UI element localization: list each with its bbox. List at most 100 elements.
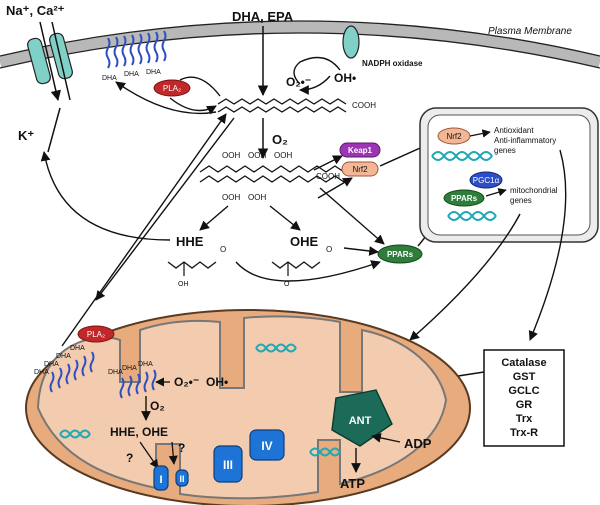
hhe-to-complex2 (168, 441, 178, 465)
mito-dna-bottom-b (309, 447, 341, 457)
pgc1a-shape (469, 171, 503, 189)
ros-arrow (299, 75, 331, 95)
hhe-label: HHE (176, 234, 204, 249)
pla2-label-mito: PLA₂ (87, 330, 105, 339)
enzyme-trx: Trx (516, 413, 533, 425)
nrf2-shape (341, 161, 379, 177)
mito-outer-dha-lipids (49, 351, 95, 393)
adp-arrow (371, 433, 401, 443)
enzyme-gclc: GCLC (508, 385, 539, 397)
oxdha-to-keap1-arrow (313, 155, 343, 171)
dha-label-3: DHA (146, 69, 161, 76)
ppars-gene-arrow (485, 188, 507, 197)
mito-dha-4: DHA (70, 345, 85, 352)
cooh-bottom: COOH (316, 172, 340, 181)
ooh-label-5: OOH (248, 193, 266, 202)
ohe-structure (271, 261, 321, 269)
chain-to-membrane-arrow (115, 81, 217, 115)
oxdha-chain-top (199, 165, 345, 173)
ion-channel (27, 21, 73, 102)
mito-dha-1: DHA (34, 369, 49, 376)
mito-o2: O₂ (150, 399, 165, 413)
nadph-oxidase-shape (342, 25, 360, 59)
k-flow-line (47, 107, 61, 153)
ooh-label-3: OOH (274, 151, 292, 160)
ppars-nucleus-label: PPARs (451, 194, 478, 203)
dha-to-mito-arrow (95, 117, 235, 301)
mitochondrion (25, 309, 471, 505)
ohe-to-ppars-arrow (343, 246, 379, 256)
ppars-shape (377, 244, 423, 264)
antioxidant-genes-1: Antioxidant (494, 126, 534, 135)
dha-chain-bottom (217, 106, 347, 113)
complex-i-shape (153, 465, 169, 491)
complex-iv-label: IV (261, 439, 272, 453)
antioxidant-genes-2: Anti-inflammatory (494, 136, 556, 145)
dha-chain-top (217, 98, 347, 105)
mito-dha-2: DHA (44, 361, 59, 368)
ions-label: Na⁺, Ca²⁺ (6, 3, 65, 18)
ant-label: ANT (349, 415, 372, 427)
question-1: ? (126, 451, 133, 465)
hhe-to-nrf2-arrow (317, 177, 353, 199)
complex-iii-shape (213, 445, 243, 483)
enzymes-list: Catalase GST GCLC GR Trx Trx-R (501, 357, 546, 439)
hhe-o: O (220, 245, 226, 254)
ooh-label-2: OOH (248, 151, 266, 160)
dna-helix-ppar-b (447, 211, 497, 221)
hhe-to-complex1 (139, 441, 159, 469)
question-2: ? (178, 441, 185, 455)
pla2-enzyme-mito (77, 325, 115, 343)
mito-inner-dha-2: DHA (122, 365, 137, 372)
mito-dna-bottom (309, 447, 341, 457)
atp-label: ATP (340, 476, 365, 491)
dna-helix-nrf2-b (431, 151, 493, 161)
nrf2-gene-arrow (469, 129, 491, 138)
mito-inner-dha-lipids (119, 369, 157, 399)
antioxidant-genes-3: genes (494, 146, 516, 155)
mito-hydroxyl: OH• (206, 375, 228, 389)
mito-to-dha-arrow (61, 113, 227, 347)
o2-label: O₂ (272, 132, 288, 147)
ohe-label: OHE (290, 234, 319, 249)
hhe-structure (167, 261, 217, 269)
plasma-membrane (0, 20, 600, 69)
enzyme-trx-r: Trx-R (510, 427, 538, 439)
mito-dha-3: DHA (56, 353, 71, 360)
ros-loop-arrow (293, 56, 341, 85)
dha-label-2: DHA (124, 71, 139, 78)
hhe-to-ppars-arrow (235, 260, 381, 282)
mito-genes-2: genes (510, 196, 532, 205)
pgc1a-label: PGC1α (473, 176, 500, 185)
oxdha-to-ppars-arrow (319, 187, 385, 245)
adp-label: ADP (404, 436, 432, 451)
complex-iv-shape (249, 429, 285, 461)
mito-inner-dha-3: DHA (138, 361, 153, 368)
ohe-o: O (326, 245, 332, 254)
ohe-keto-o: O (284, 281, 290, 288)
nrf2-nucleus-label: Nrf2 (446, 132, 462, 141)
oxdha-chain-bottom (199, 175, 345, 183)
ooh-label-4: OOH (222, 193, 240, 202)
enzyme-gst: GST (513, 371, 536, 383)
pla2-label-top: PLA₂ (163, 84, 181, 93)
mito-inner-dha-1: DHA (108, 369, 123, 376)
ppars-nucleus-shape (443, 189, 485, 207)
hydroxyl-top: OH• (334, 71, 356, 85)
enzymes-box (483, 349, 565, 447)
mito-genes-1: mitochondrial (510, 186, 558, 195)
arrow-to-hhe (199, 205, 229, 231)
nucleus-to-mito-arrow (409, 213, 521, 341)
pla2-top-curve (179, 76, 221, 97)
nrf2-label: Nrf2 (352, 165, 368, 174)
pla2-enzyme-top (153, 79, 191, 97)
ppars-label: PPARs (387, 250, 414, 259)
enzyme-catalase: Catalase (501, 357, 546, 369)
keap1-label: Keap1 (348, 146, 373, 155)
hhe-to-k-arrow (40, 151, 171, 241)
membrane-dha-lipids (105, 30, 167, 69)
nucleus-to-enzymes-arrow (528, 149, 567, 341)
enzyme-gr: GR (516, 399, 533, 411)
plasma-membrane-label: Plasma Membrane (488, 26, 572, 37)
